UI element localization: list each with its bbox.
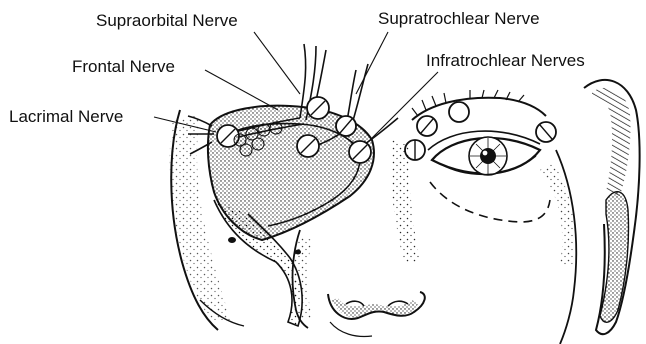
pupil-highlight [483, 151, 488, 156]
foramen-2 [295, 250, 301, 255]
infraorbital-dashed-line [430, 182, 550, 222]
label-supratrochlear-nerve: Supratrochlear Nerve [378, 10, 540, 27]
label-frontal-nerve: Frontal Nerve [72, 58, 175, 75]
ear-hatch [592, 88, 631, 196]
nostril-left [346, 301, 364, 306]
nose-stipple [332, 298, 418, 317]
label-supraorbital-nerve: Supraorbital Nerve [96, 12, 238, 29]
foramen [228, 237, 236, 243]
label-infratrochlear-nerves: Infratrochlear Nerves [426, 52, 585, 69]
philtrum [330, 322, 372, 336]
pupil [480, 148, 496, 164]
label-lacrimal-nerve: Lacrimal Nerve [9, 108, 123, 125]
